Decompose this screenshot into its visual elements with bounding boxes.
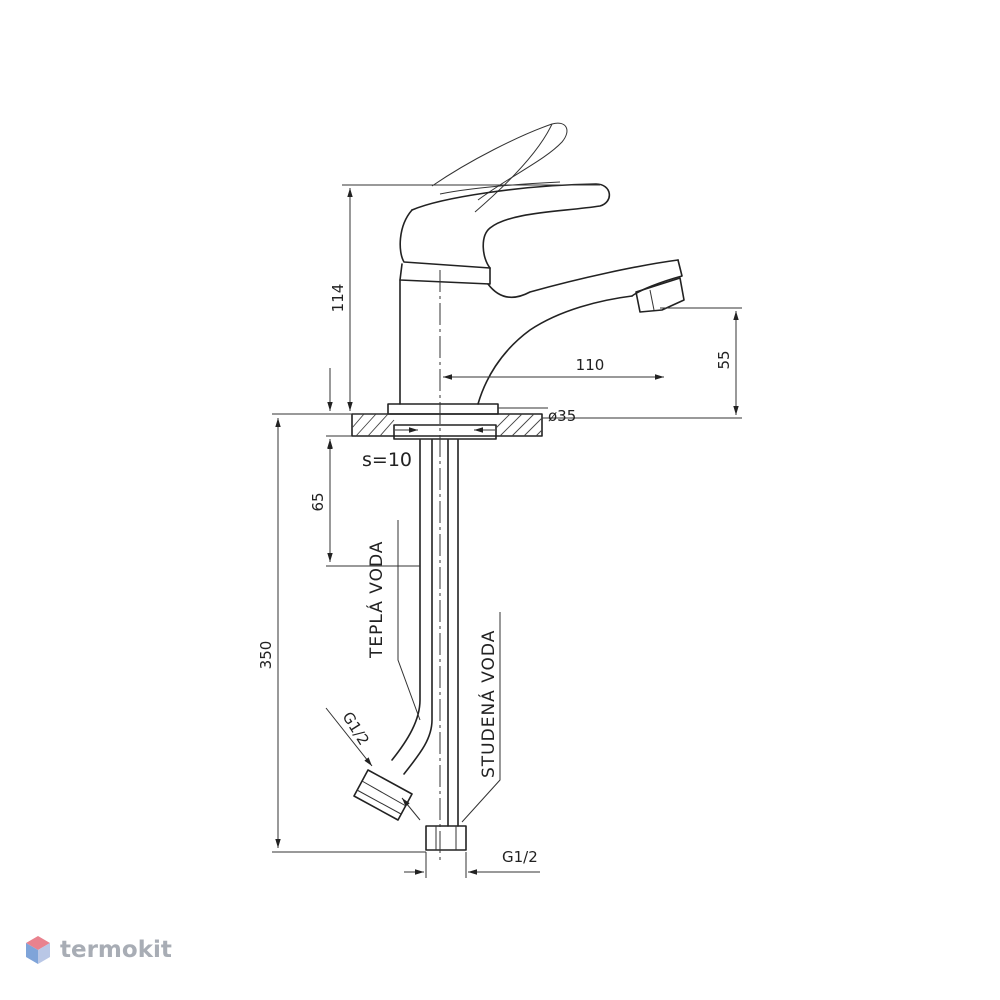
dim-below-counter: 65 [309, 492, 327, 511]
faucet-outline [387, 122, 685, 415]
label-hot-water: TEPLÁ VODA [365, 541, 387, 659]
brand-cube-icon [26, 936, 50, 964]
dim-hose-length: 350 [257, 641, 275, 670]
dim-spout-height: 55 [715, 350, 733, 369]
dim-reach: 110 [576, 356, 605, 374]
label-cold-water: STUDENÁ VODA [477, 630, 499, 778]
dimension-lines [272, 184, 742, 878]
dim-thickness: s=10 [362, 449, 412, 471]
dim-base-diameter: ø35 [548, 407, 576, 425]
countertop-section [351, 413, 543, 440]
leader-lines [397, 520, 501, 823]
brand-name: termokit [60, 937, 172, 963]
brand-logo: termokit [24, 934, 172, 966]
dim-thread-bottom: G1/2 [502, 848, 538, 866]
dim-thread-side: G1/2 [339, 709, 373, 749]
supply-hoses [353, 439, 467, 851]
dim-height-top: 114 [329, 284, 347, 313]
